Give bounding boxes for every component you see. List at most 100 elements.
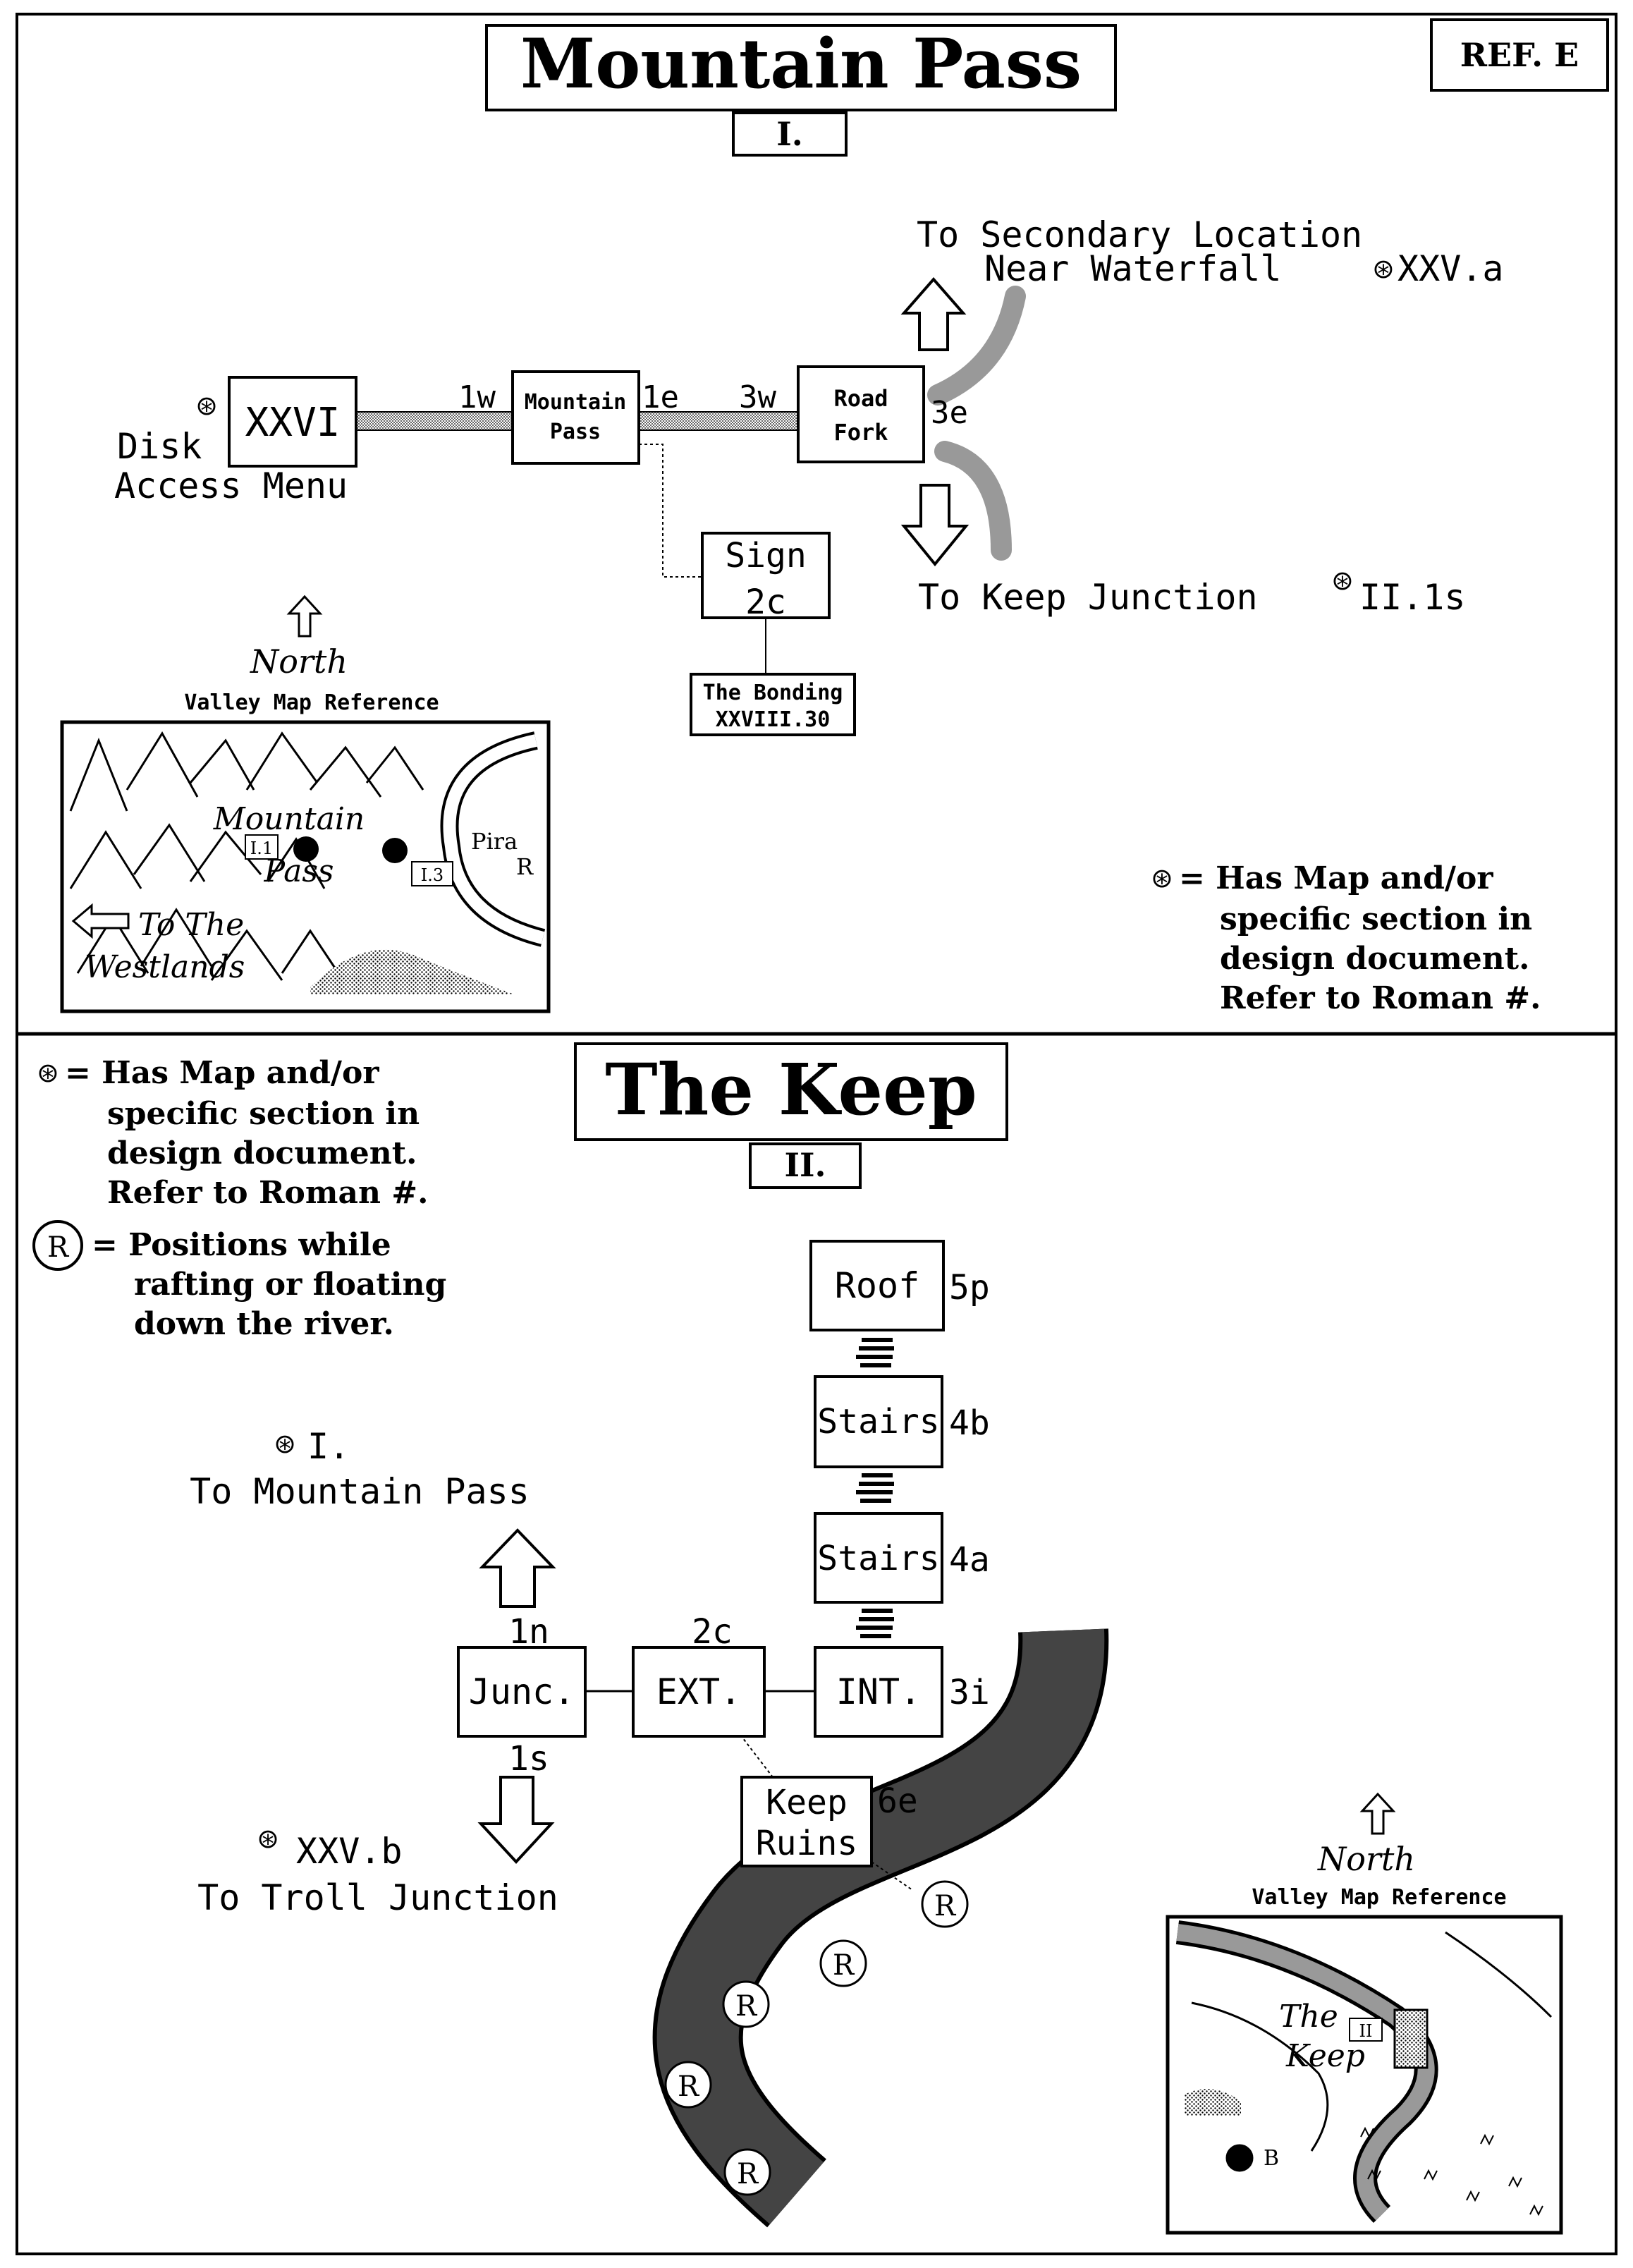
link-xxvi-mountain [355,411,513,431]
to-secondary-label-2[interactable]: Near Waterfall [984,248,1281,289]
node-mountain-pass[interactable] [511,370,640,465]
node-keep-ruins-label-2: Ruins [756,1824,858,1863]
inset-grass [1360,2126,1543,2217]
page-border [16,13,1617,2255]
node-sign-label-1: Sign [725,536,807,575]
raft-position-icon[interactable] [722,1980,770,2028]
roman-label: II. [784,1146,826,1184]
raft-position-icon[interactable] [664,2061,712,2109]
legend-line-4: Refer to Roman #. [1220,980,1541,1016]
inset-tag-box [1349,2018,1383,2042]
raft-legend-1: = Positions while [92,1227,391,1263]
node-exterior-code: 2c [692,1612,733,1652]
road-north-branch [927,286,1026,406]
legend-line-1: = Has Map and/or [65,1055,379,1091]
node-xxvi[interactable] [228,376,357,468]
exit-1w: 1w [458,379,496,415]
inset-road [1191,2001,1329,2152]
title-box [574,1042,1008,1141]
valley-map-reference-label: Valley Map Reference [1252,1885,1506,1910]
river [656,1628,1105,2224]
inset-dotted-area [1185,2089,1241,2116]
node-keep-ruins-code: 6e [877,1781,918,1821]
node-junction-code-n: 1n [508,1612,549,1652]
node-stairs-4a-label: Stairs [817,1539,939,1578]
raft-positions: R R R R R [664,1880,969,2196]
node-the-bonding[interactable] [690,673,856,736]
node-the-bonding-label-1: The Bonding [703,681,843,705]
node-keep-ruins[interactable] [740,1776,873,1867]
ref-box [1430,18,1609,92]
location-marker-icon[interactable] [1225,2144,1254,2172]
ref-label: REF. E [1460,36,1579,74]
page-title: Mountain Pass [520,24,1082,104]
valley-map-reference-label: Valley Map Reference [184,690,439,715]
legend-line-3: design document. [1220,941,1529,977]
node-road-fork[interactable] [797,365,925,463]
node-roof-label: Roof [835,1265,919,1306]
node-xxvi-label: XXVI [245,400,341,446]
exit-1e: 1e [642,379,679,415]
arrow-down-icon [900,484,970,567]
inset-tag-1-box [245,834,279,860]
raft-label: R [678,2071,700,2103]
node-stairs-4a-code: 4a [949,1540,990,1580]
node-the-bonding-label-2: XXVIII.30 [716,707,831,732]
legend-line-3: design document. [107,1135,417,1171]
to-secondary-label-1[interactable]: To Secondary Location [917,214,1362,255]
node-stairs-4a[interactable] [814,1512,943,1604]
to-secondary-ref[interactable]: XXV.a [1397,248,1504,289]
raft-position-icon [32,1220,83,1271]
node-road-fork-label-1: Road [833,385,888,412]
arrow-up-icon [900,276,967,351]
legend-line-2: specific section in [107,1096,420,1132]
node-exterior-label: EXT. [656,1671,741,1712]
raft-legend-2: rafting or floating [134,1267,446,1303]
node-interior[interactable] [814,1646,943,1738]
to-troll-label[interactable]: To Troll Junction [197,1877,558,1918]
to-troll-ref[interactable]: XXV.b [296,1831,403,1872]
node-junction-label: Junc. [469,1671,575,1712]
link-mountain-sign [639,444,702,578]
inset-place-label-1: The [1279,1999,1338,2035]
disk-access-label-1[interactable]: Disk [117,426,202,467]
disk-access-label-2[interactable]: Access Menu [114,465,348,506]
node-roof[interactable] [809,1240,945,1331]
inset-dotted-hills [310,949,515,994]
north-label: North [1317,1840,1415,1878]
node-junction-code-s: 1s [508,1739,549,1779]
inset-place-label-2: Keep [1285,2038,1365,2074]
to-mountain-ref[interactable]: I. [307,1426,350,1467]
inset-road [1445,1931,1553,2018]
map-ref-icon: ⊛ [37,1057,59,1088]
node-sign[interactable] [701,532,831,619]
to-keep-label[interactable]: To Keep Junction [918,577,1258,618]
valley-map-inset[interactable]: The Keep II B [1166,1915,1563,2235]
node-stairs-4b[interactable] [814,1375,943,1468]
raft-position-icon[interactable] [723,2148,771,2196]
exit-3w: 3w [739,379,776,415]
location-marker-icon[interactable] [382,838,408,863]
raft-label: R [737,2158,759,2190]
inset-west-label-2: Westlands [85,949,245,985]
to-keep-ref[interactable]: II.1s [1359,577,1466,618]
map-ref-icon: ⊛ [257,1823,279,1854]
roman-box [749,1142,862,1189]
raft-label: R [833,1949,855,1982]
node-exterior[interactable] [632,1646,766,1738]
inset-tag-2-box [411,861,453,886]
raft-position-icon[interactable] [921,1880,969,1928]
mountain-pass-section: REF. E Mountain Pass I. XXVI Mountain Pa… [60,18,1609,1016]
valley-map-inset[interactable]: Mountain Pass I.1 I.3 Pira R To The West… [60,720,551,1013]
stair-connectors [856,1338,894,1638]
section-title: The Keep [605,1048,977,1131]
location-marker-icon[interactable] [293,836,319,862]
node-junction[interactable] [457,1646,587,1738]
node-keep-ruins-label-1: Keep [766,1783,848,1822]
map-legend-top: ⊛ = Has Map and/or specific section in d… [1151,860,1541,1016]
inset-marker-label: B [1264,2146,1279,2171]
arrow-left-icon [71,903,130,939]
node-interior-label: INT. [836,1671,921,1712]
raft-position-icon[interactable] [819,1939,867,1987]
to-mountain-label[interactable]: To Mountain Pass [190,1471,530,1512]
